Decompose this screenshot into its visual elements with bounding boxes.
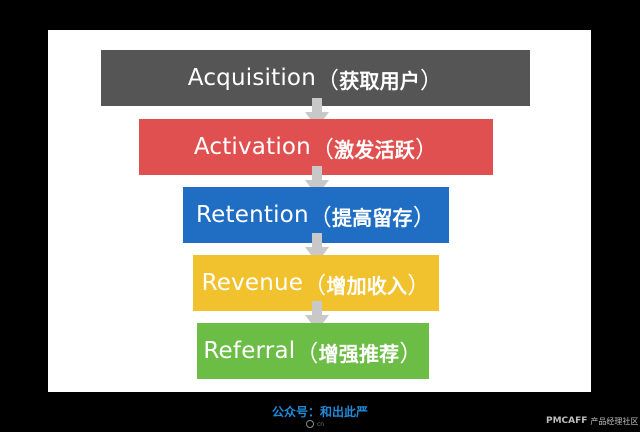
watermark-text: 产品经理社区	[590, 416, 639, 426]
pmcaff-watermark: PMCAFF 产品经理社区	[543, 414, 639, 428]
credit-text: cn	[317, 420, 325, 428]
stage-label-cn: （激发活跃）	[310, 137, 439, 163]
funnel-stage-referral: Referral （增强推荐）	[197, 323, 429, 379]
stage-label-cn: （增强推荐）	[295, 341, 423, 367]
account-caption: 公众号：和出此严	[271, 405, 368, 419]
stage-label-en: Activation	[193, 134, 311, 160]
caption-credit: cn	[306, 419, 346, 429]
stage-label-cn: （获取用户）	[315, 68, 444, 94]
stage-label-cn: （提高留存）	[308, 205, 436, 231]
watermark-brand: PMCAFF	[546, 416, 588, 426]
stage-label-cn: （增加收入）	[303, 273, 431, 299]
stage-label-en: Acquisition	[187, 65, 316, 91]
funnel-stage-activation: Activation （激发活跃）	[139, 119, 493, 175]
funnel-stage-acquisition: Acquisition （获取用户）	[101, 50, 530, 106]
stage-label-en: Revenue	[201, 270, 304, 296]
circle-icon	[306, 420, 314, 428]
stage-label-en: Referral	[203, 338, 296, 364]
stage-label-en: Retention	[196, 202, 309, 228]
